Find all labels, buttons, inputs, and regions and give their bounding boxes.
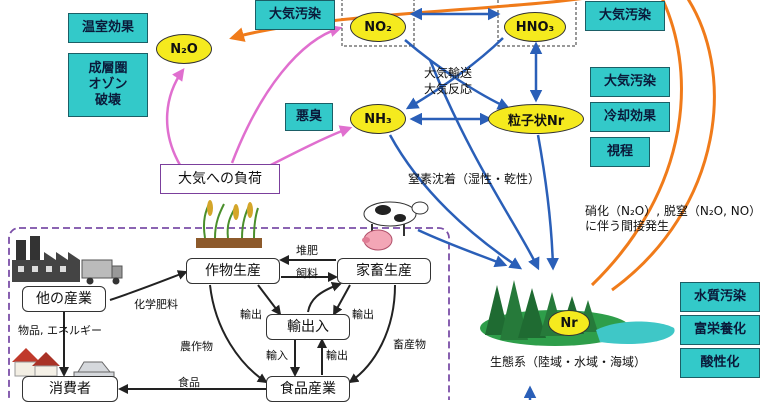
arrow-crop-to-import-export — [257, 284, 282, 316]
export-label-3: 輸出 — [326, 349, 348, 362]
blue-arrow-livestock-deposition — [417, 228, 508, 268]
acidification-box: 酸性化 — [680, 348, 760, 378]
nitrogen-deposition-label: 窒素沈着（湿性・乾性） — [408, 172, 541, 186]
nh3-ellipse: NH₃ — [350, 104, 406, 134]
greenhouse-effect-box: 温室効果 — [68, 13, 148, 43]
manure-label: 堆肥 — [296, 244, 318, 257]
n2o-ellipse: N₂O — [156, 34, 212, 64]
arrow-industry-to-crop — [109, 270, 188, 301]
nitrification-denitrification-label: 硝化（N₂O）, 脱窒（N₂O, NO） に伴う間接発生 — [585, 204, 762, 233]
arrow-import-export-to-livestock — [307, 282, 342, 313]
odor-box: 悪臭 — [285, 103, 333, 131]
atmospheric-load-box: 大気への負荷 — [160, 164, 280, 194]
factory-illustration — [12, 236, 80, 282]
cooling-effect-box: 冷却効果 — [590, 102, 670, 132]
nr-ellipse: Nr — [548, 310, 590, 336]
food-label: 食品 — [178, 376, 200, 389]
crops-label: 農作物 — [180, 340, 213, 353]
chemical-fertilizer-label: 化学肥料 — [134, 298, 178, 311]
pink-arrow-to-nh3 — [264, 125, 353, 170]
blue-arrow-particulate-deposition — [536, 134, 559, 271]
atmospheric-reaction-label: 大気反応 — [424, 82, 473, 96]
export-label-2: 輸出 — [352, 308, 374, 321]
water-pollution-box: 水質汚染 — [680, 282, 760, 312]
no2-ellipse: NO₂ — [350, 12, 406, 42]
livestock-products-label: 畜産物 — [393, 338, 426, 351]
import-export-box: 輸出入 — [266, 314, 350, 340]
blue-arrow-hno3-to-nh3 — [405, 37, 504, 110]
truck-illustration — [81, 259, 123, 285]
consumer-box: 消費者 — [22, 376, 118, 402]
cow-illustration — [363, 201, 429, 236]
air-pollution-box-top: 大気汚染 — [255, 0, 335, 30]
orange-arc-2 — [611, 0, 716, 292]
rice-plant-illustration — [196, 200, 262, 248]
pig-illustration — [362, 229, 393, 251]
other-industry-box: 他の産業 — [22, 286, 106, 312]
arrow-crop-to-food — [209, 284, 268, 384]
feed-label: 飼料 — [296, 267, 318, 280]
eutrophication-box: 富栄養化 — [680, 315, 760, 345]
livestock-production-box: 家畜生産 — [337, 258, 431, 284]
export-label-1: 輸出 — [240, 308, 262, 321]
air-pollution-box-right-top: 大気汚染 — [585, 1, 665, 31]
blue-arrow-hno3-deposition — [428, 59, 540, 271]
human-system-dashed-box — [8, 227, 450, 400]
ozone-depletion-box: 成層圏 オゾン 破壊 — [68, 53, 148, 117]
ecosystem-label: 生態系（陸域・水域・海域） — [490, 355, 647, 369]
orange-arc-1 — [590, 0, 683, 287]
air-pollution-box-right: 大気汚染 — [590, 67, 670, 97]
goods-energy-label: 物品, エネルギー — [18, 324, 102, 337]
house-illustration — [12, 348, 60, 377]
pink-arrow-to-n2o — [165, 67, 185, 166]
hno3-ellipse: HNO₃ — [504, 12, 566, 42]
food-industry-box: 食品産業 — [266, 376, 350, 402]
water-illustration — [596, 321, 675, 345]
import-label: 輸入 — [266, 349, 288, 362]
particulate-nr-ellipse: 粒子状Nr — [488, 104, 584, 134]
crop-production-box: 作物生産 — [186, 258, 280, 284]
atmospheric-transport-label: 大気輸送 — [424, 66, 473, 80]
blue-arrow-no2-to-particulate — [404, 39, 511, 110]
arrow-livestock-to-import-export — [333, 284, 351, 316]
arrow-livestock-to-food — [348, 284, 396, 384]
visibility-box: 視程 — [590, 137, 650, 167]
pink-arrow-to-no2 — [230, 24, 343, 164]
